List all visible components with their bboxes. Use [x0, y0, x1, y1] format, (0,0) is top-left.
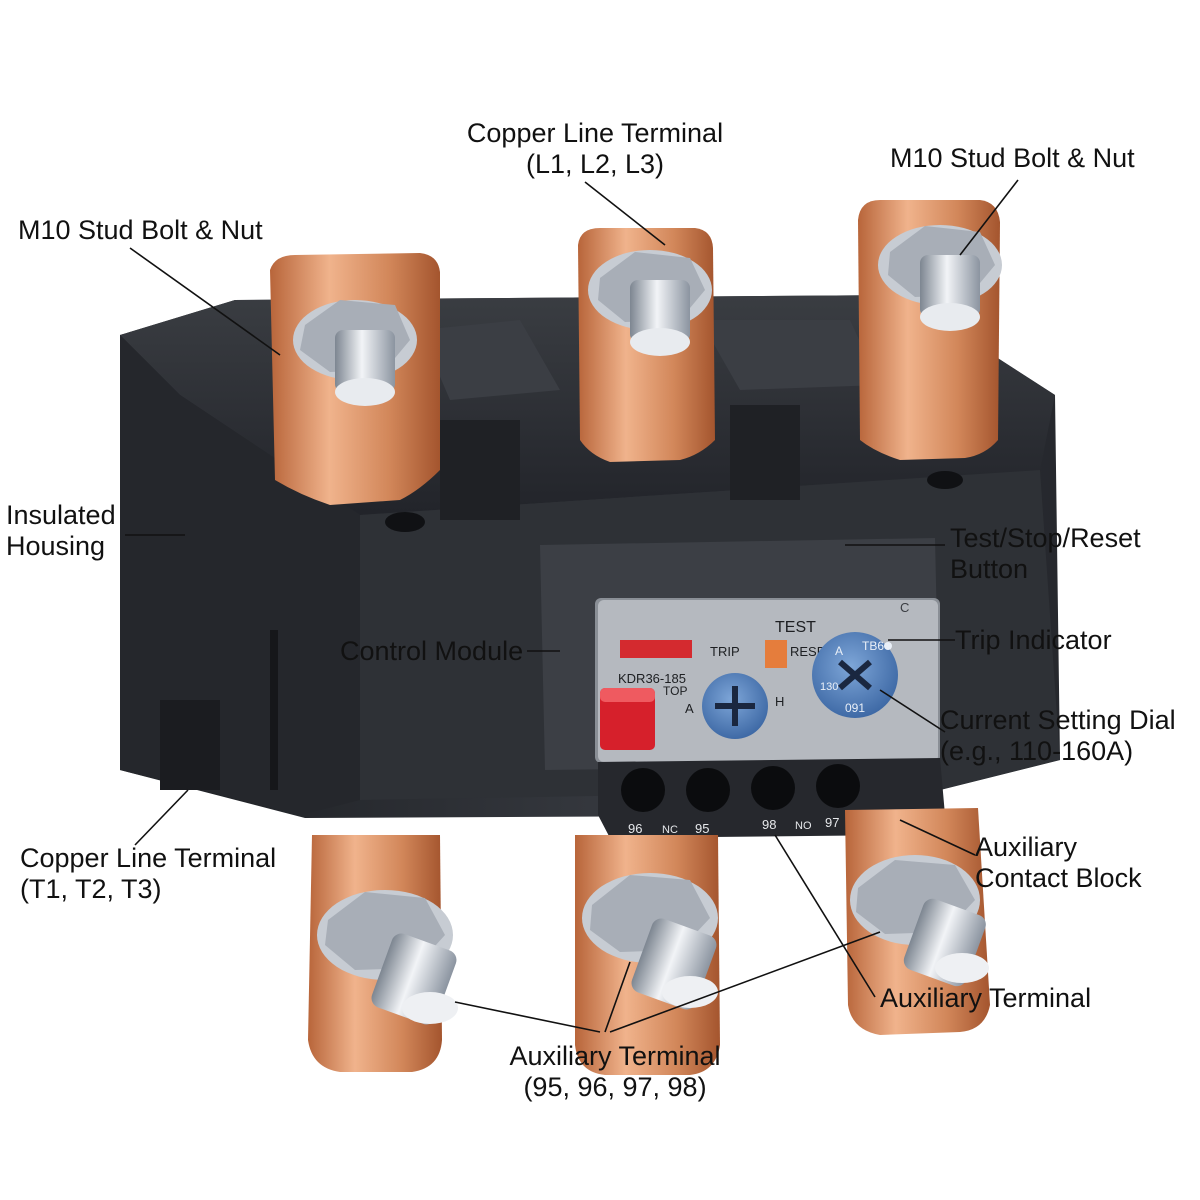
- terminal-96-label: 96: [628, 821, 642, 836]
- leader-lines: [125, 179, 1019, 1033]
- terminal-95-label: 95: [695, 821, 709, 836]
- leader-bottom-left-terminal: [134, 789, 189, 846]
- terminal-hole-98[interactable]: [751, 766, 795, 810]
- stop-label: TOP: [663, 684, 687, 698]
- leader-auxiliary-contact-block: [899, 819, 976, 856]
- callout-auxiliary-terminal-bottom: Auxiliary Terminal (95, 96, 97, 98): [509, 1041, 721, 1102]
- reset-button[interactable]: [600, 688, 655, 750]
- leader-top-center-terminal: [584, 181, 666, 246]
- leader-aux-bottom-2: [604, 961, 631, 1033]
- leader-aux-bottom-3: [609, 931, 881, 1033]
- dial-top-label: TB6: [862, 639, 884, 653]
- control-module: KDR36-185 TRIP TEST RESET TOP A H TB6 A …: [540, 538, 940, 770]
- callout-trip-indicator: Trip Indicator: [955, 625, 1112, 655]
- copper-line-terminal-t3: [845, 808, 990, 1035]
- callout-top-left-stud: M10 Stud Bolt & Nut: [18, 215, 263, 245]
- terminal-98-label: 98: [762, 817, 776, 832]
- leader-aux-bottom-1: [454, 1001, 601, 1033]
- leader-current-setting-dial: [879, 689, 946, 733]
- trip-label: TRIP: [710, 644, 740, 659]
- test-label: TEST: [775, 619, 816, 636]
- callout-control-module: Control Module: [340, 636, 524, 666]
- callout-current-setting-dial: Current Setting Dial (e.g., 110-160A): [940, 705, 1176, 766]
- terminal-hole-95[interactable]: [686, 768, 730, 812]
- trip-indicator: [884, 642, 892, 650]
- leader-auxiliary-terminal-right: [774, 834, 876, 998]
- corner-mark: C: [900, 600, 909, 615]
- dial-a-label: A: [835, 644, 843, 658]
- copper-line-terminal-t2: [575, 835, 720, 1075]
- dial-bottom-label: 091: [845, 701, 865, 715]
- model-label: KDR36-185: [618, 671, 686, 686]
- terminal-no-label: NO: [795, 820, 812, 832]
- callout-test-stop-reset: Test/Stop/Reset Button: [950, 523, 1141, 584]
- callout-auxiliary-contact-block: Auxiliary Contact Block: [975, 832, 1142, 893]
- copper-line-terminal-l2: [578, 228, 715, 462]
- dial-left-label: 130: [820, 681, 838, 693]
- callout-insulated-housing: Insulated Housing: [6, 500, 116, 561]
- copper-line-terminal-l3: [858, 200, 1002, 460]
- leader-top-right-stud: [959, 179, 1019, 256]
- knob-a-label: A: [685, 701, 694, 716]
- terminal-97-label: 97: [825, 815, 839, 830]
- callout-bottom-left-terminal: Copper Line Terminal (T1, T2, T3): [20, 843, 277, 904]
- terminal-nc-label: NC: [662, 824, 678, 836]
- copper-line-terminal-l1: [270, 253, 440, 505]
- knob-h-label: H: [775, 694, 784, 709]
- terminal-hole-97[interactable]: [816, 764, 860, 808]
- callout-top-center-terminal: Copper Line Terminal (L1, L2, L3): [466, 118, 724, 179]
- model-plate: [620, 640, 692, 658]
- leader-top-left-stud: [129, 247, 281, 356]
- callout-top-right-stud: M10 Stud Bolt & Nut: [890, 143, 1135, 173]
- test-stop-reset-button[interactable]: [765, 640, 787, 668]
- terminal-hole-96[interactable]: [621, 768, 665, 812]
- copper-line-terminal-t1: [308, 835, 458, 1072]
- callout-auxiliary-terminal-right: Auxiliary Terminal: [880, 983, 1092, 1013]
